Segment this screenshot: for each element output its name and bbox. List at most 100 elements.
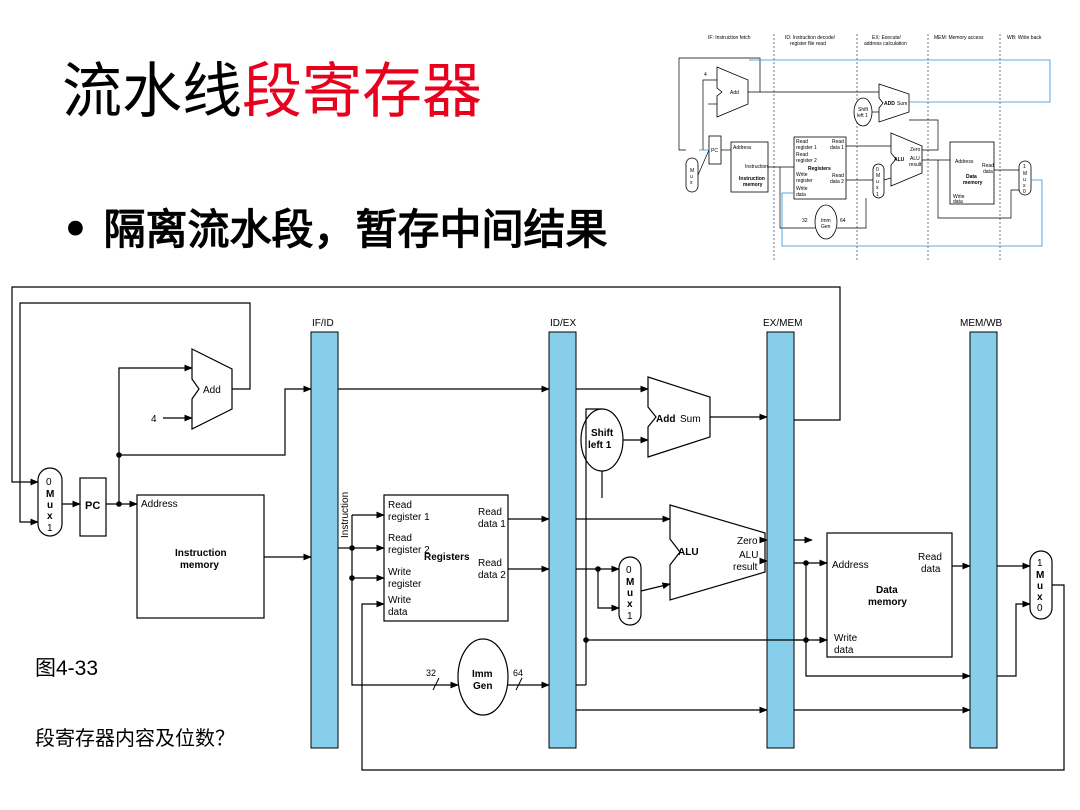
thumb-mux2-0: 0 xyxy=(876,167,879,173)
mux-if-label-m: M xyxy=(46,489,54,500)
thumb-stage-wb: WB: Write back xyxy=(1007,35,1042,41)
shift-label-2: left 1 xyxy=(588,440,612,451)
register-file xyxy=(383,494,509,622)
thumb-alu-result-2: result xyxy=(909,162,922,168)
thumb-n32: 32 xyxy=(802,218,808,224)
thumb-mux1-m: M xyxy=(690,168,694,174)
write-data-b: data xyxy=(388,607,408,618)
thumb-add: Add xyxy=(730,90,739,96)
thumb-pc: PC xyxy=(711,148,718,154)
mux-if xyxy=(37,467,63,537)
thumb-reg-6: register xyxy=(796,178,813,184)
read-data2-a: Read xyxy=(478,558,502,569)
thumb-rd-1: Read xyxy=(832,139,844,145)
alu-label: ALU xyxy=(678,547,699,558)
imm-gen-label-2: Gen xyxy=(473,681,492,692)
thumb-imem-2: memory xyxy=(743,182,763,188)
bullet-dot: • xyxy=(62,205,104,254)
thumb-mux3-u: u xyxy=(1023,177,1026,183)
label-id-ex: ID/EX xyxy=(550,318,576,329)
imm-gen-label-1: Imm xyxy=(472,669,493,680)
question-text: 段寄存器内容及位数？ xyxy=(35,726,235,750)
thumb-mux3-m: M xyxy=(1023,171,1027,177)
mux-ex-x: x xyxy=(627,599,633,610)
data-mem-label-1: Data xyxy=(876,585,898,596)
add-if-adder xyxy=(191,348,233,430)
data-mem-write-b: data xyxy=(834,645,854,656)
add-ex-label: Add xyxy=(656,414,675,425)
thumb-alu-result-1: ALU xyxy=(910,156,920,162)
thumb-rd-4: data 2 xyxy=(830,179,844,185)
thumb-mux1-x: x xyxy=(690,180,693,186)
read-register1-a: Read xyxy=(388,500,412,511)
mux-if-label-1: 1 xyxy=(47,523,53,534)
instruction-memory xyxy=(136,494,265,619)
title-red: 段寄存器 xyxy=(242,57,482,127)
label-ex-mem: EX/MEM xyxy=(763,318,802,329)
mux-ex-m: M xyxy=(626,577,634,588)
thumb-dm-read-1: Read xyxy=(982,163,994,169)
thumb-address: Address xyxy=(733,145,752,151)
add-if-label: Add xyxy=(203,385,221,396)
mux-wb-1: 1 xyxy=(1037,558,1043,569)
mux-ex-1: 1 xyxy=(627,611,633,622)
thumb-reg-3: Read xyxy=(796,152,808,158)
thumb-add-sum-1: ADD xyxy=(884,101,895,107)
thumb-mux2-m: M xyxy=(876,173,880,179)
data-mem-read-b: data xyxy=(921,564,941,575)
thumb-mux1-u: u xyxy=(690,174,693,180)
thumb-stage-mem: MEM: Memory access xyxy=(934,35,984,41)
read-data1-a: Read xyxy=(478,507,502,518)
pc-label: PC xyxy=(85,500,100,512)
thumb-reg-7: Write xyxy=(796,186,808,192)
data-mem-address: Address xyxy=(832,560,869,571)
thumb-reg-4: register 2 xyxy=(796,158,817,164)
shift-label-1: Shift xyxy=(591,428,614,439)
write-register-b: register xyxy=(388,579,422,590)
label-mem-wb: MEM/WB xyxy=(960,318,1003,329)
mux-ex-0: 0 xyxy=(626,565,632,576)
thumb-rd-3: Read xyxy=(832,173,844,179)
thumb-mux2-u: u xyxy=(876,179,879,185)
imm-out-slash xyxy=(515,677,523,691)
thumb-mux3-x: x xyxy=(1023,183,1026,189)
slide-title: 流水线段寄存器 xyxy=(62,62,482,122)
alu-result-a: ALU xyxy=(739,550,758,561)
thumb-dm-2: memory xyxy=(963,180,983,186)
thumb-four: 4 xyxy=(704,72,707,78)
pipeline-register-id-ex xyxy=(548,331,577,749)
pipeline-register-ex-mem xyxy=(766,331,795,749)
mux-wb-m: M xyxy=(1036,570,1044,581)
thumb-n64: 64 xyxy=(840,218,846,224)
imm-in-slash xyxy=(432,677,440,691)
read-register2-b: register 2 xyxy=(388,545,430,556)
imm-out-width: 64 xyxy=(513,668,523,678)
figure-caption: 图4-33 xyxy=(35,657,99,680)
thumb-shift-1: Shift xyxy=(858,107,869,113)
thumb-imm-2: Gen xyxy=(821,224,831,230)
mux-if-label-x: x xyxy=(47,511,53,522)
mux-ex-u: u xyxy=(627,588,633,599)
thumb-rd-2: data 1 xyxy=(830,145,844,151)
title-black: 流水线 xyxy=(62,57,242,127)
thumb-dm-write-1: Write xyxy=(953,194,965,200)
read-register1-b: register 1 xyxy=(388,512,430,523)
const-four: 4 xyxy=(151,414,157,425)
data-mem-label-2: memory xyxy=(868,597,907,608)
mux-wb-0: 0 xyxy=(1037,603,1043,614)
thumb-shift-2: left 1 xyxy=(857,113,868,119)
thumb-reg-5: Write xyxy=(796,172,808,178)
add-ex-sum: Sum xyxy=(680,414,701,425)
registers-label: Registers xyxy=(424,552,470,563)
instr-mem-address: Address xyxy=(141,499,178,510)
read-register2-a: Read xyxy=(388,533,412,544)
pipeline-register-if-id xyxy=(310,331,339,749)
thumb-dm-read-2: data xyxy=(983,169,993,175)
imm-in-width: 32 xyxy=(426,668,436,678)
read-data2-b: data 2 xyxy=(478,570,506,581)
thumb-dm-address: Address xyxy=(955,159,974,165)
bullet-text: 隔离流水段，暂存中间结果 xyxy=(103,205,608,254)
pipeline-register-mem-wb xyxy=(969,331,998,749)
thumb-dm-write-2: data xyxy=(953,199,963,205)
